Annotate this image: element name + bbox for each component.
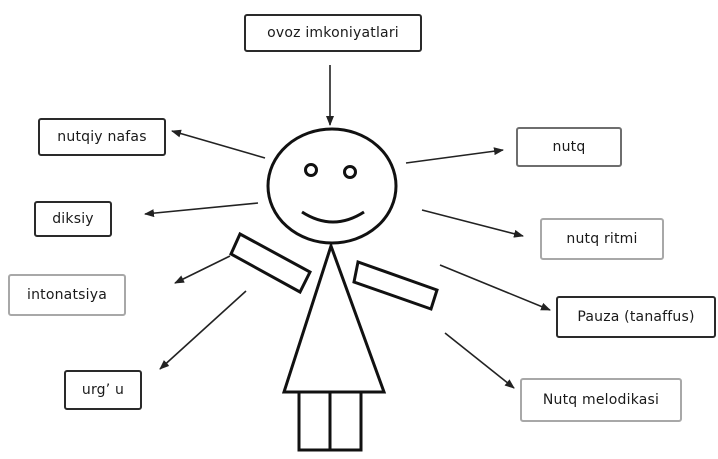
stick-figure <box>229 127 439 452</box>
item-nutq: nutq <box>516 127 622 167</box>
figure-left-leg <box>297 390 332 452</box>
figure-head <box>266 127 398 245</box>
arrow-to-nutqiy-nafas <box>171 129 266 159</box>
item-urgu: urg’ u <box>64 370 142 410</box>
arrow-to-nutq <box>405 147 504 164</box>
item-nutq-melodikasi: Nutq melodikasi <box>520 378 682 422</box>
figure-smile <box>301 210 365 224</box>
figure-right-arm <box>352 260 439 311</box>
arrow-to-pauza <box>439 264 551 311</box>
center-label-box: ovoz imkoniyatlari <box>244 14 422 52</box>
figure-left-eye <box>304 163 318 177</box>
arrow-to-urgu <box>159 290 247 370</box>
arrow-to-intonatsiya <box>174 255 231 284</box>
figure-right-leg <box>328 390 363 452</box>
arrow-to-diksiya <box>144 202 259 218</box>
arrow-to-nutq-melodikasi <box>444 332 515 389</box>
item-nutq-ritmi: nutq ritmi <box>540 218 664 260</box>
figure-right-eye <box>343 165 357 179</box>
item-diksiya: diksiy <box>34 201 112 237</box>
item-nutqiy-nafas: nutqiy nafas <box>38 118 166 156</box>
figure-left-arm <box>229 231 312 295</box>
arrow-to-nutq-ritmi <box>421 209 524 238</box>
item-pauza: Pauza (tanaffus) <box>556 296 716 338</box>
item-intonatsiya: intonatsiya <box>8 274 126 316</box>
